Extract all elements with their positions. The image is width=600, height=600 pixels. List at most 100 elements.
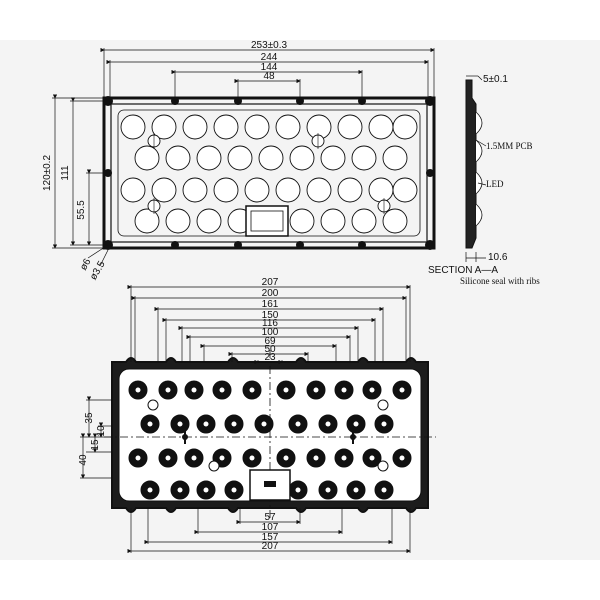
lens — [244, 114, 270, 140]
dim-50: 50 — [264, 344, 276, 355]
led-center — [177, 421, 183, 427]
lens — [320, 145, 346, 171]
dim-107: 107 — [262, 522, 279, 533]
lens — [382, 208, 408, 234]
seal-note: Silicone seal with ribs — [460, 276, 540, 286]
lens — [196, 208, 222, 234]
lens — [227, 145, 253, 171]
lens — [165, 208, 191, 234]
lens — [382, 145, 408, 171]
dim-23: 23 — [264, 352, 276, 363]
pcb-note: 1.5MM PCB — [486, 141, 533, 151]
led-center — [135, 455, 141, 461]
led-center — [381, 487, 387, 493]
lens — [392, 114, 418, 140]
top-view-lens-grid — [120, 114, 418, 234]
dim-157: 157 — [262, 532, 279, 543]
lens — [165, 145, 191, 171]
dim-100: 100 — [262, 327, 279, 338]
lens — [134, 208, 160, 234]
section-title: SECTION A—A — [428, 265, 498, 276]
top-view: 253±0.3 244 144 48 120±0.2 111 55.5 ø6 ø… — [42, 40, 436, 282]
dim-48: 48 — [263, 71, 275, 82]
led-center — [135, 387, 141, 393]
led-center — [231, 421, 237, 427]
dim-161: 161 — [262, 299, 279, 310]
lens — [258, 145, 284, 171]
small-hole — [377, 399, 389, 411]
dim-111: 111 — [60, 165, 71, 181]
led-center — [341, 455, 347, 461]
led-center — [203, 487, 209, 493]
led-center — [399, 455, 405, 461]
lens — [275, 114, 301, 140]
lens — [368, 177, 394, 203]
lens — [351, 208, 377, 234]
led-center — [295, 487, 301, 493]
lens — [244, 177, 270, 203]
bottom-view-led-grid — [128, 380, 412, 500]
dim-116: 116 — [262, 318, 278, 329]
led-center — [369, 455, 375, 461]
dim-15: 15 — [90, 439, 101, 451]
lens — [368, 114, 394, 140]
dim-244: 244 — [261, 52, 278, 63]
lens — [320, 208, 346, 234]
led-center — [147, 421, 153, 427]
lens — [392, 177, 418, 203]
lens — [337, 114, 363, 140]
lens — [213, 114, 239, 140]
dim-10-6: 10.6 — [488, 252, 508, 263]
led-center — [283, 387, 289, 393]
led-center — [325, 487, 331, 493]
bottom-view: 207 200 161 150 116 100 69 50 23 57 107 … — [78, 277, 436, 554]
dim-55-5: 55.5 — [76, 200, 87, 220]
dim-57: 57 — [264, 512, 276, 523]
lens — [289, 208, 315, 234]
led-center — [381, 421, 387, 427]
section-view: 5±0.1 1.5MM PCB LED 10.6 SECTION A—A Sil… — [428, 74, 540, 286]
small-hole — [147, 399, 159, 411]
bottom-view-mount-crosses — [182, 430, 356, 444]
lens — [182, 114, 208, 140]
led-center — [177, 487, 183, 493]
dim-hole-6: ø6 — [78, 257, 94, 273]
led-center — [219, 387, 225, 393]
dim-35: 35 — [84, 412, 95, 424]
led-center — [219, 455, 225, 461]
dim-40: 40 — [78, 454, 89, 466]
dim-150: 150 — [262, 310, 279, 321]
led-center — [165, 387, 171, 393]
lens — [275, 177, 301, 203]
dim-69: 69 — [264, 336, 276, 347]
led-center — [191, 387, 197, 393]
led-center — [191, 455, 197, 461]
led-center — [147, 487, 153, 493]
led-center — [203, 421, 209, 427]
led-center — [165, 455, 171, 461]
small-hole — [377, 460, 389, 472]
led-note: LED — [486, 179, 504, 189]
lens — [151, 114, 177, 140]
led-center — [341, 387, 347, 393]
led-center — [295, 421, 301, 427]
dim-120: 120±0.2 — [42, 155, 53, 192]
led-center — [249, 387, 255, 393]
top-view-screw-bosses — [103, 96, 435, 250]
dim-thickness: 5±0.1 — [483, 74, 508, 85]
lens — [134, 145, 160, 171]
led-center — [369, 387, 375, 393]
lens — [289, 145, 315, 171]
top-view-connector-window — [245, 205, 289, 237]
led-center — [353, 421, 359, 427]
dim-10: 10 — [96, 425, 107, 437]
led-center — [399, 387, 405, 393]
lens — [213, 177, 239, 203]
dim-207-top: 207 — [262, 277, 279, 288]
lens — [351, 145, 377, 171]
dim-253: 253±0.3 — [251, 40, 288, 51]
led-center — [313, 455, 319, 461]
led-center — [261, 421, 267, 427]
led-center — [249, 455, 255, 461]
